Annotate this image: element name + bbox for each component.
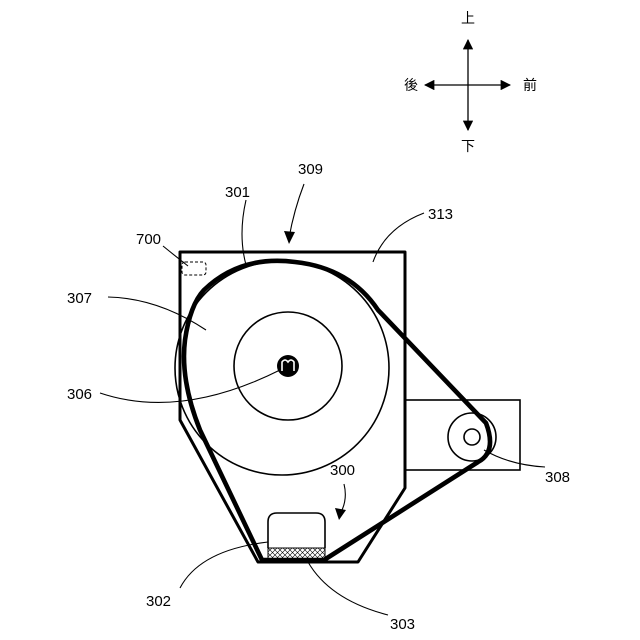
arrowhead-300 bbox=[335, 508, 346, 520]
belt-301 bbox=[184, 261, 490, 560]
label-302: 302 bbox=[146, 593, 171, 610]
label-306: 306 bbox=[67, 386, 92, 403]
arrowhead-309 bbox=[284, 231, 295, 244]
label-303: 303 bbox=[390, 616, 415, 633]
direction-down-label: 下 bbox=[461, 139, 475, 155]
label-313: 313 bbox=[428, 206, 453, 223]
leader-303 bbox=[308, 562, 388, 615]
tray-300 bbox=[268, 513, 325, 548]
label-300: 300 bbox=[330, 462, 355, 479]
direction-front-label: 前 bbox=[523, 77, 537, 94]
leader-700 bbox=[163, 246, 188, 266]
leader-309 bbox=[289, 184, 304, 238]
leader-313 bbox=[373, 213, 424, 262]
direction-back-label: 後 bbox=[404, 78, 418, 94]
label-308: 308 bbox=[545, 469, 570, 486]
label-700: 700 bbox=[136, 231, 161, 248]
label-307: 307 bbox=[67, 290, 92, 307]
roller-308-core bbox=[464, 429, 480, 445]
label-309: 309 bbox=[298, 161, 323, 178]
leader-308 bbox=[484, 450, 545, 467]
label-301: 301 bbox=[225, 184, 250, 201]
direction-up-label: 上 bbox=[461, 11, 475, 27]
shaft-306 bbox=[277, 355, 299, 377]
direction-compass: 上 下 後 前 bbox=[404, 11, 537, 155]
leader-301 bbox=[242, 200, 246, 265]
